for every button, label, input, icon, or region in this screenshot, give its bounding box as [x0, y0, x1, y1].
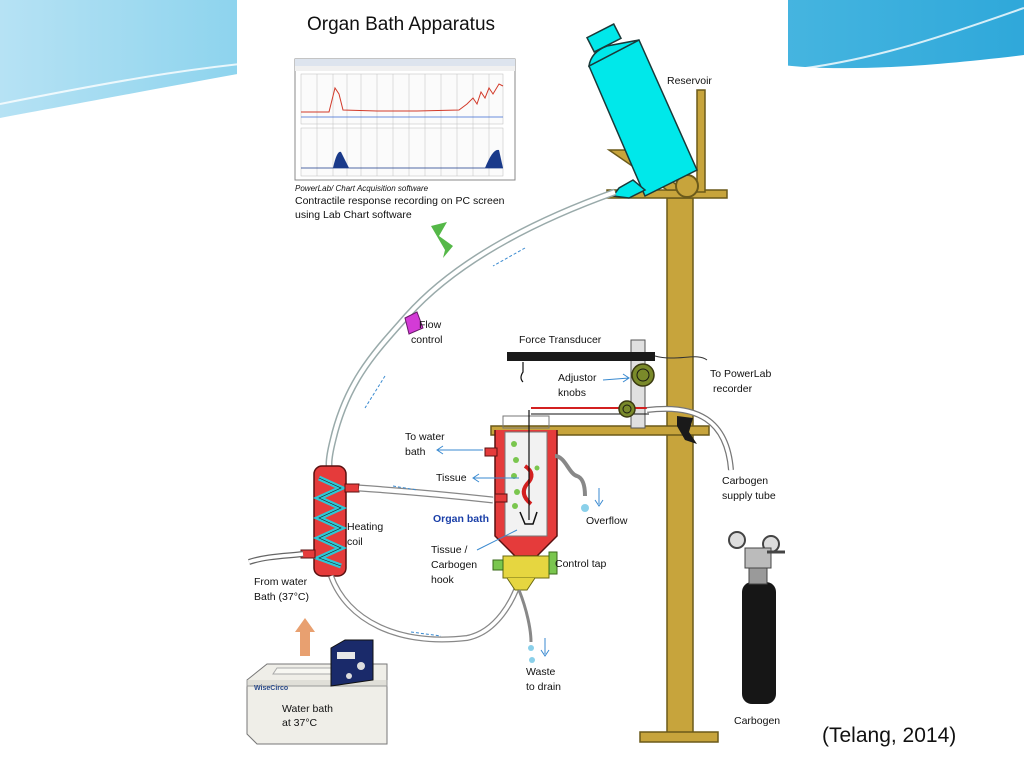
force-transducer-label: Force Transducer	[519, 334, 602, 346]
organ-bath-figure: Organ Bath Apparatus PowerLab/ Chart Acq…	[237, 0, 788, 768]
powerlab-screen	[294, 58, 516, 181]
to-water-bath-label-2: bath	[405, 446, 426, 458]
to-powerlab-label-1: To PowerLab	[710, 368, 771, 380]
from-water-bath-label-2: Bath (37°C)	[254, 591, 309, 603]
organ-bath-chamber	[484, 410, 587, 591]
adjustor-label-1: Adjustor	[558, 372, 597, 384]
organ-bath-diagram: Organ Bath Apparatus PowerLab/ Chart Acq…	[246, 14, 785, 745]
tissue-hook-label-3: hook	[431, 574, 455, 586]
from-water-bath-label-1: From water	[254, 576, 308, 588]
citation: (Telang, 2014)	[822, 724, 957, 747]
flow-control-label-2: control	[411, 334, 443, 346]
support-stand	[490, 89, 728, 743]
diagram-title: Organ Bath Apparatus	[307, 14, 495, 35]
adjustor-label-2: knobs	[558, 387, 586, 399]
carbogen-label: Carbogen	[734, 715, 780, 727]
orange-up-arrow-icon	[295, 618, 315, 656]
carbogen-supply-label-2: supply tube	[722, 490, 776, 502]
adjustor-knob-upper-icon[interactable]	[631, 363, 655, 387]
water-bath	[246, 639, 388, 745]
waste-label-1: Waste	[526, 666, 556, 678]
reservoir-bottle	[585, 23, 698, 199]
reservoir-label: Reservoir	[667, 75, 712, 87]
carbogen-cylinder	[728, 531, 785, 704]
waste-drop-icon	[529, 657, 535, 663]
water-bath-brand: WiseCirco	[254, 685, 288, 692]
overflow-drop-icon	[581, 504, 589, 512]
to-powerlab-label-2: recorder	[713, 383, 753, 395]
tissue-label: Tissue	[436, 472, 467, 484]
tissue-hook-label-2: Carbogen	[431, 559, 477, 571]
tissue-hook-label-1: Tissue /	[431, 544, 467, 556]
flow-control-clamp-icon	[404, 311, 424, 335]
adjustor-knob-lower-icon[interactable]	[618, 400, 636, 418]
heating-coil-label-2: coil	[347, 536, 363, 548]
water-bath-label-2: at 37°C	[282, 717, 318, 729]
overflow-label: Overflow	[586, 515, 628, 527]
software-title: PowerLab/ Chart Acquisition software	[295, 184, 429, 193]
heating-coil-label-1: Heating	[347, 521, 383, 533]
heating-coil	[300, 465, 360, 577]
to-water-bath-label-1: To water	[405, 431, 445, 443]
waste-label-2: to drain	[526, 681, 561, 693]
tube-connector-icon	[677, 416, 697, 444]
water-bath-label-1: Water bath	[282, 703, 333, 715]
software-caption-line1: Contractile response recording on PC scr…	[295, 195, 505, 207]
carbogen-supply-label-1: Carbogen	[722, 475, 768, 487]
green-up-arrow-icon	[431, 222, 453, 258]
software-caption-line2: using Lab Chart software	[295, 209, 412, 221]
organ-bath-label: Organ bath	[433, 513, 489, 525]
control-tap-label: Control tap	[555, 558, 607, 570]
flow-control-label-1: Flow	[419, 319, 442, 331]
